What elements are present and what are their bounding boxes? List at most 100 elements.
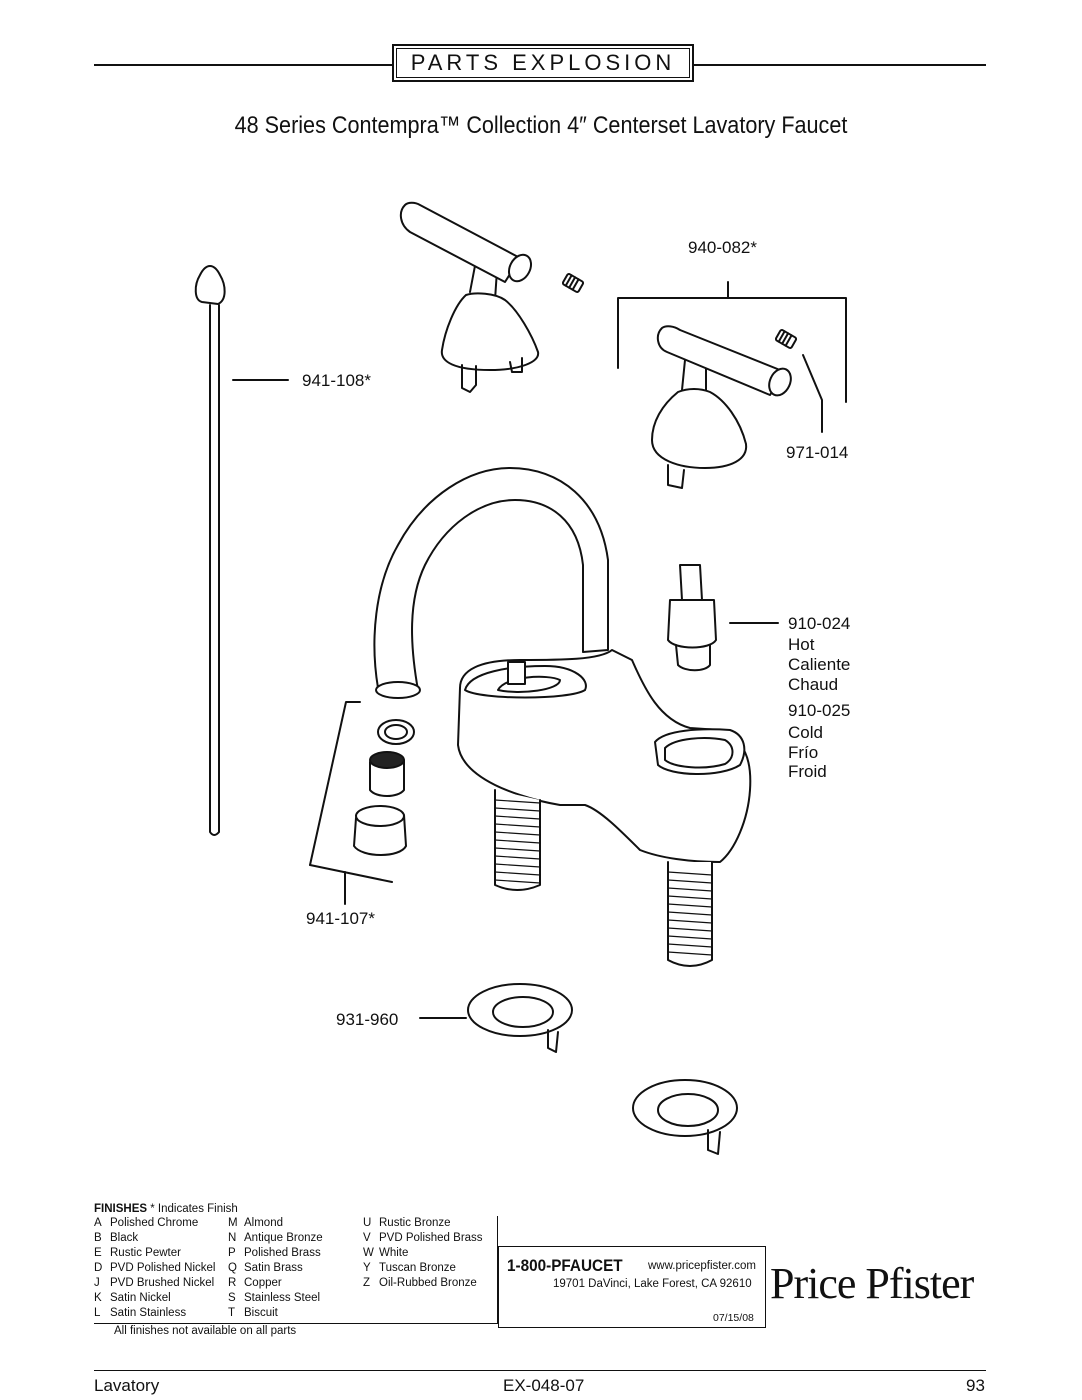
bracket-940-082 (617, 297, 847, 403)
contact-address: 19701 DaVinci, Lake Forest, CA 92610 (553, 1278, 752, 1290)
part-label-chaud: Chaud (788, 675, 839, 694)
finish-item: D PVD Polished Nickel (94, 1261, 215, 1276)
finish-name: Almond (244, 1217, 283, 1229)
finish-code: V (363, 1232, 371, 1244)
part-label-frio: Frío (788, 743, 819, 762)
finish-code: B (94, 1232, 102, 1244)
part-label-931-960: 931-960 (336, 1010, 399, 1029)
header-box (392, 44, 694, 82)
finish-name: Satin Nickel (110, 1292, 171, 1304)
part-label-910-025: 910-025 (788, 701, 851, 720)
part-label-cold: Cold (788, 723, 823, 742)
escutcheon-lower-drawing (632, 1079, 738, 1155)
finishes-availability-note: All finishes not available on all parts (114, 1325, 297, 1337)
finish-item: K Satin Nickel (94, 1291, 215, 1306)
finish-name: Polished Brass (244, 1247, 321, 1259)
finish-code: D (94, 1262, 103, 1274)
part-label-941-108: 941-108* (302, 371, 372, 390)
finish-item: Y Tuscan Bronze (363, 1261, 483, 1276)
part-label-caliente: Caliente (788, 655, 851, 674)
finish-name: PVD Polished Brass (379, 1232, 483, 1244)
escutcheon-upper-drawing (419, 983, 573, 1053)
finish-code: A (94, 1217, 102, 1229)
finish-code: J (94, 1277, 100, 1289)
finish-code: Q (228, 1262, 237, 1274)
finish-item: J PVD Brushed Nickel (94, 1276, 215, 1291)
finish-code: U (363, 1217, 372, 1229)
footer-rule (94, 1370, 986, 1371)
finish-item: M Almond (228, 1216, 323, 1231)
finish-code: R (228, 1277, 237, 1289)
finishes-heading-label: FINISHES (94, 1203, 148, 1215)
finish-name: Tuscan Bronze (379, 1262, 456, 1274)
contact-website: www.pricepfister.com (648, 1260, 757, 1272)
finishes-box (94, 1216, 498, 1324)
finish-name: Oil-Rubbed Bronze (379, 1277, 477, 1289)
document-subtitle: 48 Series Contempra™ Collection 4″ Cente… (234, 112, 848, 139)
finish-code: N (228, 1232, 237, 1244)
finish-item: R Copper (228, 1276, 323, 1291)
leader-971-014 (802, 354, 823, 433)
finish-name: Satin Brass (244, 1262, 303, 1274)
finish-item: Q Satin Brass (228, 1261, 323, 1276)
finish-code: W (363, 1247, 374, 1259)
finish-code: Y (363, 1262, 371, 1274)
page-title: PARTS EXPLOSION (396, 48, 690, 78)
header-rule-left (94, 64, 392, 66)
finish-code: K (94, 1292, 102, 1304)
price-pfister-logo: Price Pfister (770, 1259, 974, 1308)
lift-rod-drawing (194, 265, 226, 836)
finish-code: L (94, 1307, 101, 1319)
finish-item: W White (363, 1246, 483, 1261)
cartridge-drawing (667, 564, 779, 672)
finish-name: Copper (244, 1277, 282, 1289)
finish-item: V PVD Polished Brass (363, 1231, 483, 1246)
finish-code: P (228, 1247, 236, 1259)
finish-name: PVD Brushed Nickel (110, 1277, 215, 1289)
finishes-heading: FINISHES * Indicates Finish (94, 1202, 238, 1217)
contact-phone: 1-800-PFAUCET (507, 1256, 623, 1275)
finish-item: Z Oil-Rubbed Bronze (363, 1276, 483, 1291)
finish-name: Rustic Pewter (110, 1247, 181, 1259)
finish-name: Biscuit (244, 1307, 278, 1319)
finish-name: PVD Polished Nickel (110, 1262, 216, 1274)
finish-item: P Polished Brass (228, 1246, 323, 1261)
shank-threads (494, 799, 713, 956)
footer-category: Lavatory (94, 1376, 160, 1395)
contact-box (498, 1246, 766, 1328)
finish-name: Antique Bronze (244, 1232, 323, 1244)
document-date: 07/15/08 (713, 1312, 754, 1324)
finish-code: S (228, 1292, 236, 1304)
footer-document-code: EX-048-07 (503, 1376, 585, 1395)
finish-code: T (228, 1307, 236, 1319)
finish-item: A Polished Chrome (94, 1216, 215, 1231)
finish-name: Black (110, 1232, 139, 1244)
finish-item: B Black (94, 1231, 215, 1246)
finish-item: N Antique Bronze (228, 1231, 323, 1246)
aerator-set-drawing (309, 701, 415, 905)
finishes-asterisk-note: * Indicates Finish (150, 1203, 238, 1215)
finish-code: E (94, 1247, 102, 1259)
finish-code: Z (363, 1277, 371, 1289)
part-label-hot: Hot (788, 635, 815, 654)
part-label-941-107: 941-107* (306, 909, 376, 928)
finish-item: T Biscuit (228, 1306, 323, 1321)
finish-code: M (228, 1217, 238, 1229)
finish-name: Stainless Steel (244, 1292, 321, 1304)
finish-item: S Stainless Steel (228, 1291, 323, 1306)
finish-name: Polished Chrome (110, 1217, 199, 1229)
handle-left-drawing (399, 201, 585, 393)
footer-page-number: 93 (966, 1376, 985, 1395)
part-label-froid: Froid (788, 762, 827, 781)
part-label-971-014: 971-014 (786, 443, 849, 462)
handle-right-drawing (651, 325, 823, 489)
finish-name: White (379, 1247, 409, 1259)
part-label-910-024: 910-024 (788, 614, 851, 633)
finish-item: E Rustic Pewter (94, 1246, 215, 1261)
